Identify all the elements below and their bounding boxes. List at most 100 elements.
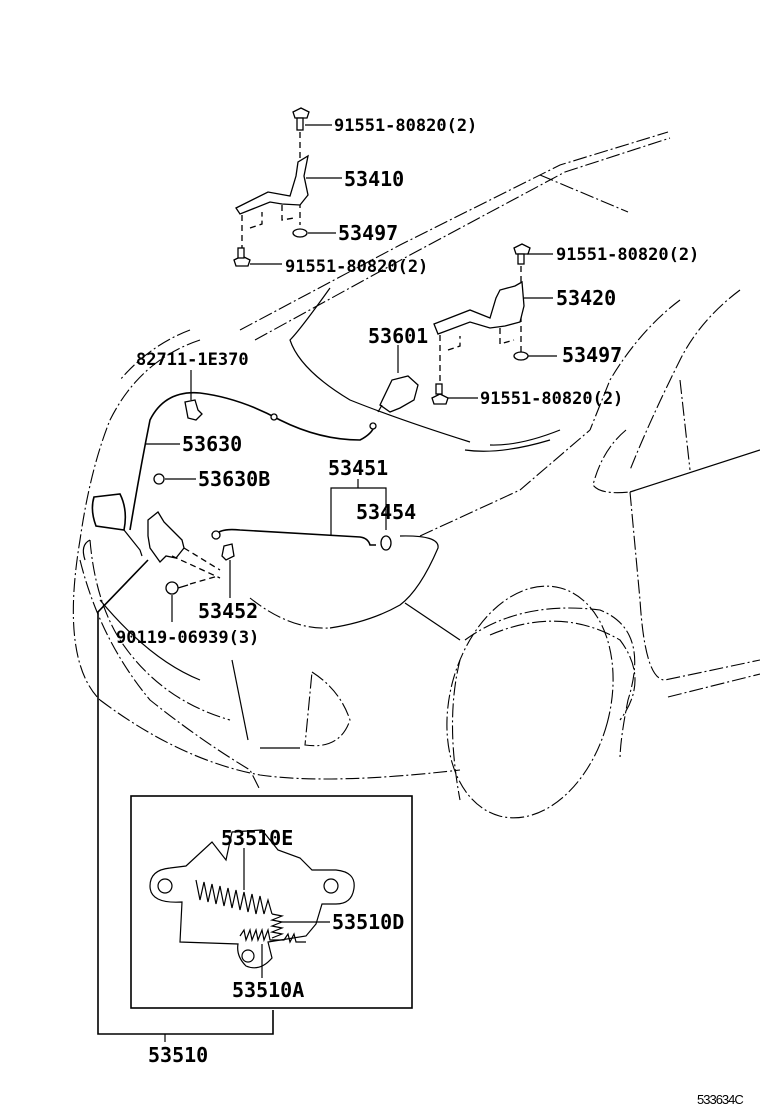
lock-bolt-icon[interactable] <box>165 581 179 595</box>
bumper-crease <box>231 659 249 741</box>
inset-frame <box>130 795 413 1009</box>
bolt-shank-icon <box>517 253 525 265</box>
hood-rear-edge <box>289 287 471 443</box>
hinge-lh-icon[interactable] <box>235 154 309 215</box>
hood-lock-group <box>97 511 274 1042</box>
door-front-edge <box>629 491 760 681</box>
headlamp-outline <box>329 535 439 629</box>
cable-end-icon <box>369 422 377 430</box>
bolt-shank-icon <box>435 383 443 395</box>
bolt-shank-icon <box>296 117 304 131</box>
label-hinge-lh[interactable]: 53410 <box>344 167 404 191</box>
door-line <box>679 379 691 471</box>
beltline <box>629 449 760 493</box>
windshield-edge-line <box>239 131 669 331</box>
wheel-arch-inner <box>489 620 636 721</box>
spring-a-icon <box>239 927 306 944</box>
rod-end-icon <box>211 530 221 540</box>
label-inset-spring-e[interactable]: 53510E <box>221 826 293 850</box>
label-clamp[interactable]: 82711-1E370 <box>136 350 249 370</box>
rod-grommet-icon[interactable] <box>380 535 392 551</box>
label-washer-right[interactable]: 53497 <box>562 343 622 367</box>
lock-assy-bracket <box>97 559 274 1035</box>
bolt-head-icon <box>292 107 310 119</box>
lever-tip <box>377 404 383 413</box>
bolt-shank-icon <box>237 247 245 259</box>
plate-hole-icon <box>241 949 255 963</box>
release-cable-group <box>91 370 377 557</box>
rocker-line <box>667 673 760 698</box>
fog-lamp-opening <box>304 671 351 747</box>
label-hinge-rh[interactable]: 53420 <box>556 286 616 310</box>
assembly-line <box>439 328 515 382</box>
fender-seam <box>404 602 461 641</box>
front-wheel <box>446 585 614 819</box>
hinge-lh-group <box>233 107 342 267</box>
a-pillar-outer <box>629 289 741 471</box>
label-support-rod-assy[interactable]: 53451 <box>328 456 388 480</box>
label-bolt-lower-right[interactable]: 91551-80820(2) <box>480 389 623 409</box>
assembly-line <box>189 575 219 585</box>
hood-lock-icon[interactable] <box>147 511 185 564</box>
label-lock-assy[interactable]: 53510 <box>148 1043 208 1067</box>
cable-grommet-icon <box>270 413 278 421</box>
release-handle-icon[interactable] <box>91 493 127 531</box>
cable-end-line <box>123 529 143 557</box>
spring-e-icon <box>195 879 273 915</box>
label-release-lever[interactable]: 53601 <box>368 324 428 348</box>
wheel-arch-lower <box>451 659 461 801</box>
grille-outline <box>89 539 231 721</box>
hood-edge-top <box>119 329 191 381</box>
assembly-line <box>241 205 295 256</box>
support-rod-icon[interactable] <box>215 528 376 546</box>
a-pillar-line <box>589 299 681 431</box>
wheel-arch-outer <box>464 607 636 761</box>
lock-plate-outline <box>149 829 355 969</box>
hinge-rh-icon[interactable] <box>433 280 525 335</box>
inset-lock-detail <box>130 795 413 1009</box>
figure-code: 533634C <box>697 1092 743 1107</box>
label-bolt-upper-right[interactable]: 91551-80820(2) <box>556 245 699 265</box>
fender-top-line <box>419 429 591 537</box>
label-washer-left[interactable]: 53497 <box>338 221 398 245</box>
car-body-outline <box>72 131 760 819</box>
callout-labels: 91551-80820(2) 53410 53497 91551-80820(2… <box>116 116 744 1107</box>
bolt-head-icon <box>513 243 531 255</box>
label-bolt-upper-left[interactable]: 91551-80820(2) <box>334 116 477 136</box>
bolt-head-icon <box>431 393 449 405</box>
label-cable-clip[interactable]: 53630B <box>198 467 270 491</box>
bumper-lower <box>99 699 461 780</box>
label-bolt-lower-left[interactable]: 91551-80820(2) <box>285 257 428 277</box>
bolt-tip <box>177 584 189 589</box>
hood-front-edge <box>72 339 201 701</box>
grille-corner <box>82 539 91 561</box>
plate-hole-icon <box>323 878 339 894</box>
mirror-outline <box>592 429 631 494</box>
label-release-cable[interactable]: 53630 <box>182 432 242 456</box>
cowl-line-2 <box>489 429 561 446</box>
grille-inner <box>99 599 201 681</box>
hinge-rh-group <box>431 243 557 405</box>
release-lever-icon[interactable] <box>379 375 419 413</box>
bumper-outline <box>79 559 261 791</box>
label-lock-bolt[interactable]: 90119-06939(3) <box>116 628 259 648</box>
clamp-icon[interactable] <box>184 399 203 421</box>
spring-d-icon <box>269 913 285 939</box>
headlamp-lower <box>249 597 331 629</box>
label-rod-grommet[interactable]: 53454 <box>356 500 416 524</box>
release-lever-group <box>377 345 419 413</box>
cowl-line-1 <box>464 439 551 452</box>
label-inset-spring-a[interactable]: 53510A <box>232 978 304 1002</box>
label-rod-holder[interactable]: 53452 <box>198 599 258 623</box>
release-cable-icon[interactable] <box>129 391 376 531</box>
rod-holder-icon[interactable] <box>221 543 235 561</box>
cable-clip-icon[interactable] <box>153 473 165 485</box>
support-rod-group <box>211 479 392 598</box>
label-inset-spring-d[interactable]: 53510D <box>332 910 404 934</box>
washer-icon[interactable] <box>513 351 529 361</box>
roof-pillar-line <box>539 174 629 213</box>
washer-icon[interactable] <box>292 228 308 238</box>
plate-hole-icon <box>157 878 173 894</box>
windshield-edge-line-inner <box>254 137 671 341</box>
